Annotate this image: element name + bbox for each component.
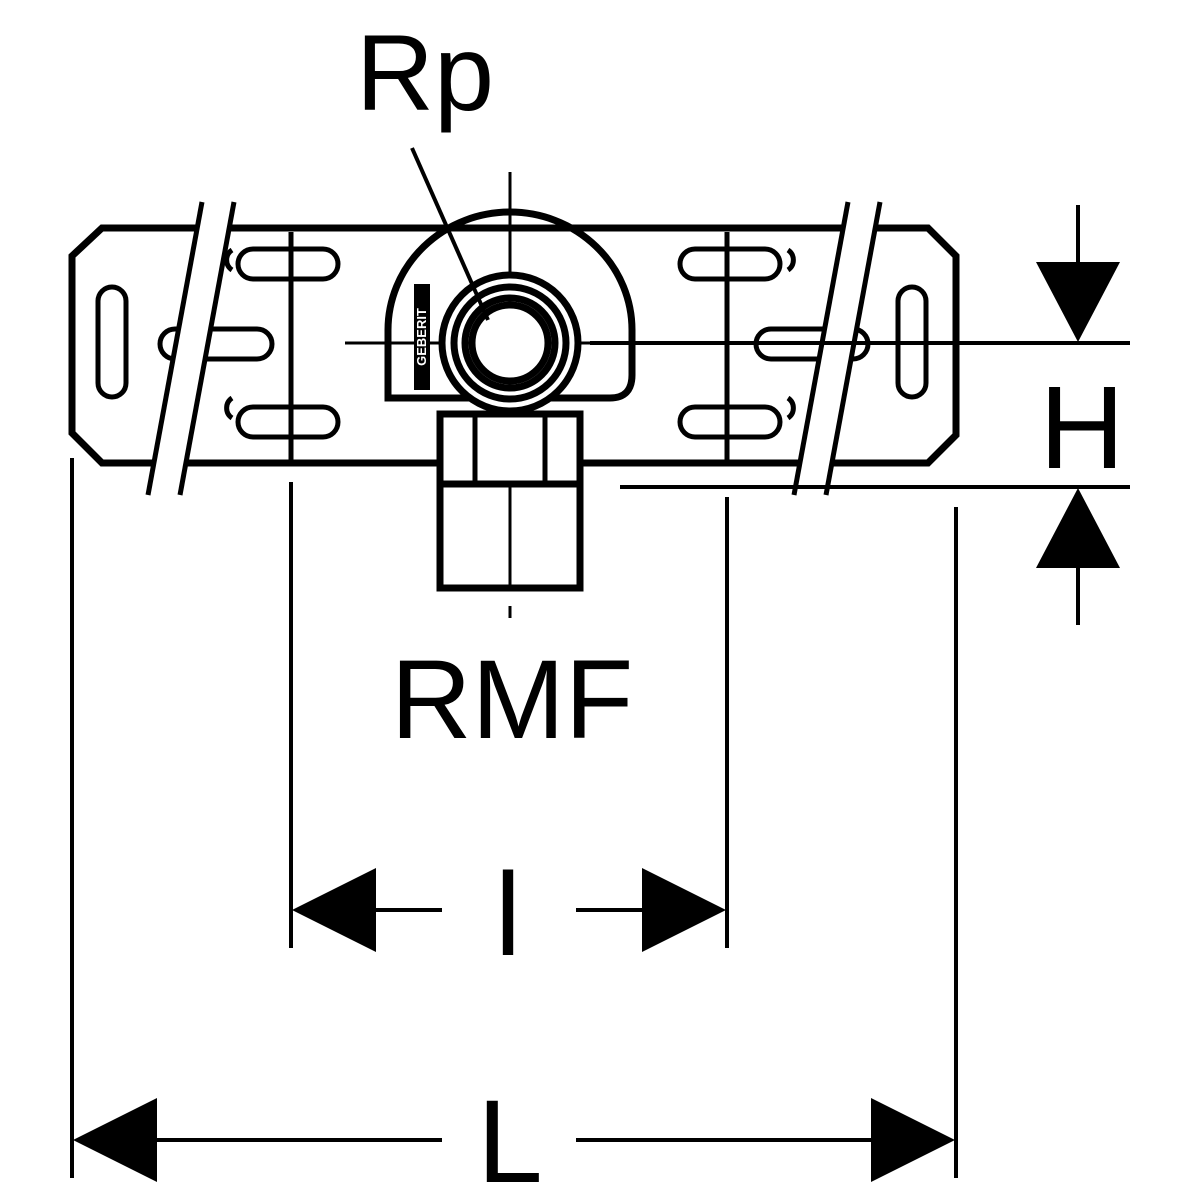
plate-ribs [288, 232, 730, 460]
break-lines [145, 201, 883, 496]
logo-text: GEBERIT [414, 308, 429, 366]
pipe-spigot [436, 480, 584, 592]
inner-length-dimension [289, 482, 729, 952]
height-label: H [1039, 362, 1124, 494]
inner-length-label: l [495, 849, 521, 981]
thread-leader [410, 147, 490, 321]
height-dimension [590, 205, 1130, 625]
material-label: RMF [391, 637, 634, 762]
thread-outlet [438, 271, 582, 415]
logo-box [414, 284, 430, 390]
hex-nut [436, 410, 584, 488]
mounting-plate [68, 224, 960, 467]
total-length-dimension [70, 458, 958, 1182]
thread-label: Rp [356, 12, 494, 133]
total-length-label: L [477, 1076, 543, 1200]
fitting-body [384, 208, 636, 402]
